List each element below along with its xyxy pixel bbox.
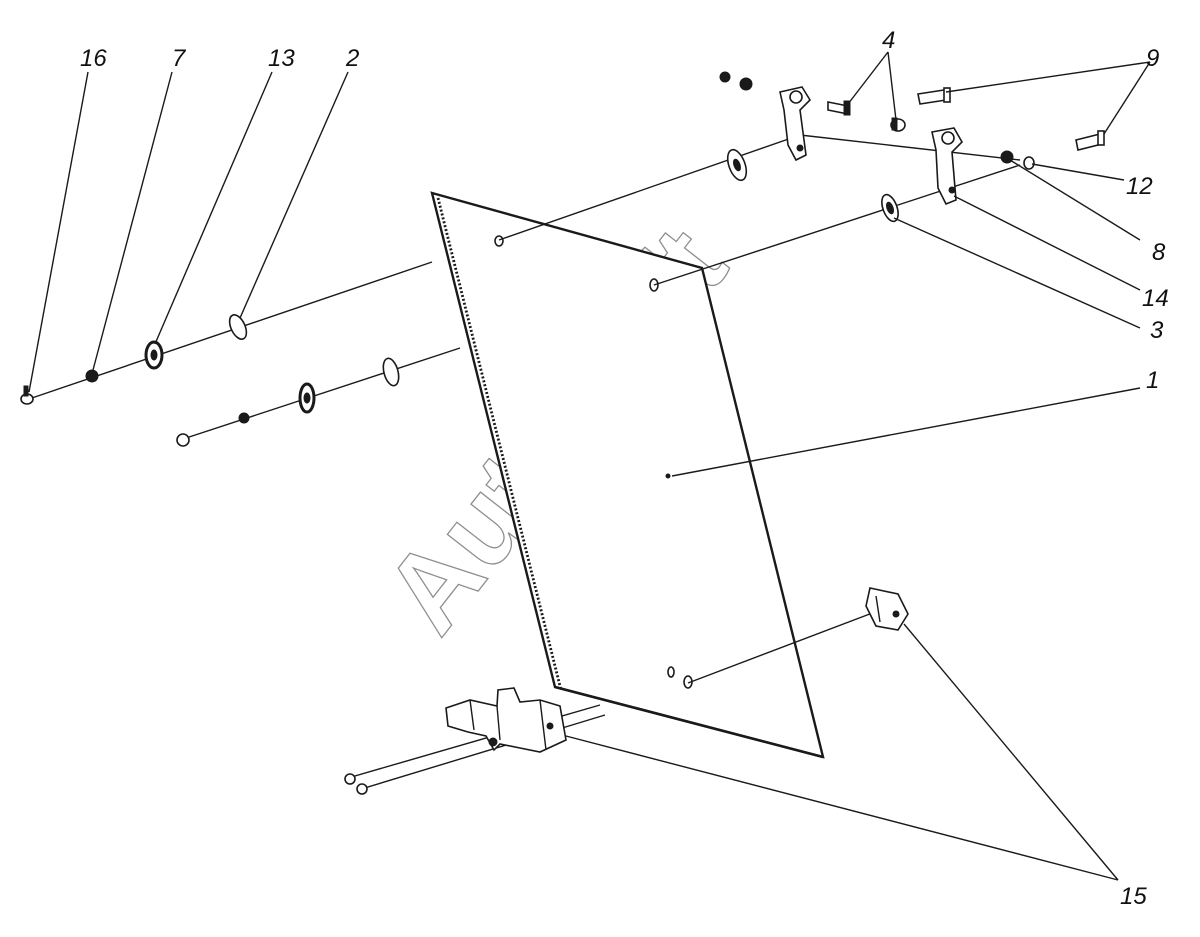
callout-8: 8 — [1152, 239, 1166, 266]
bolt-4-left — [827, 100, 851, 116]
callout-2: 2 — [345, 45, 359, 72]
callout-3: 3 — [1150, 317, 1164, 344]
callout-1: 1 — [1146, 367, 1159, 394]
gasket-2 — [228, 314, 248, 340]
callout-15: 15 — [1120, 883, 1147, 910]
hinge-bracket-left — [779, 86, 812, 162]
callout-12: 12 — [1126, 173, 1153, 200]
upper-hinge-set — [719, 71, 1105, 223]
callout-labels: 16 7 13 2 4 9 12 8 14 3 1 15 — [80, 27, 1169, 910]
hinge-bracket-right — [931, 127, 963, 206]
callout-14: 14 — [1142, 285, 1169, 312]
left-fastener-set — [20, 314, 400, 447]
pin-9-lower — [1075, 130, 1105, 151]
lower-hinge-lock — [344, 587, 909, 795]
gasket-3 — [881, 193, 899, 223]
lower-nut — [176, 433, 190, 447]
callout-13: 13 — [268, 45, 295, 72]
latch-15 — [865, 587, 909, 631]
callout-4: 4 — [882, 27, 895, 54]
washer-12 — [1023, 156, 1035, 170]
pin-9-upper — [917, 87, 951, 105]
callout-9: 9 — [1146, 45, 1159, 72]
gasket-upper-left — [726, 148, 748, 182]
nut-7 — [85, 369, 99, 383]
callout-7: 7 — [172, 45, 187, 72]
washer-13 — [144, 340, 164, 370]
bolt-4-right — [890, 117, 906, 132]
callout-16: 16 — [80, 45, 107, 72]
leader-lines — [28, 51, 1151, 881]
glass-panel — [430, 191, 825, 759]
wing-nut-16 — [20, 385, 34, 405]
